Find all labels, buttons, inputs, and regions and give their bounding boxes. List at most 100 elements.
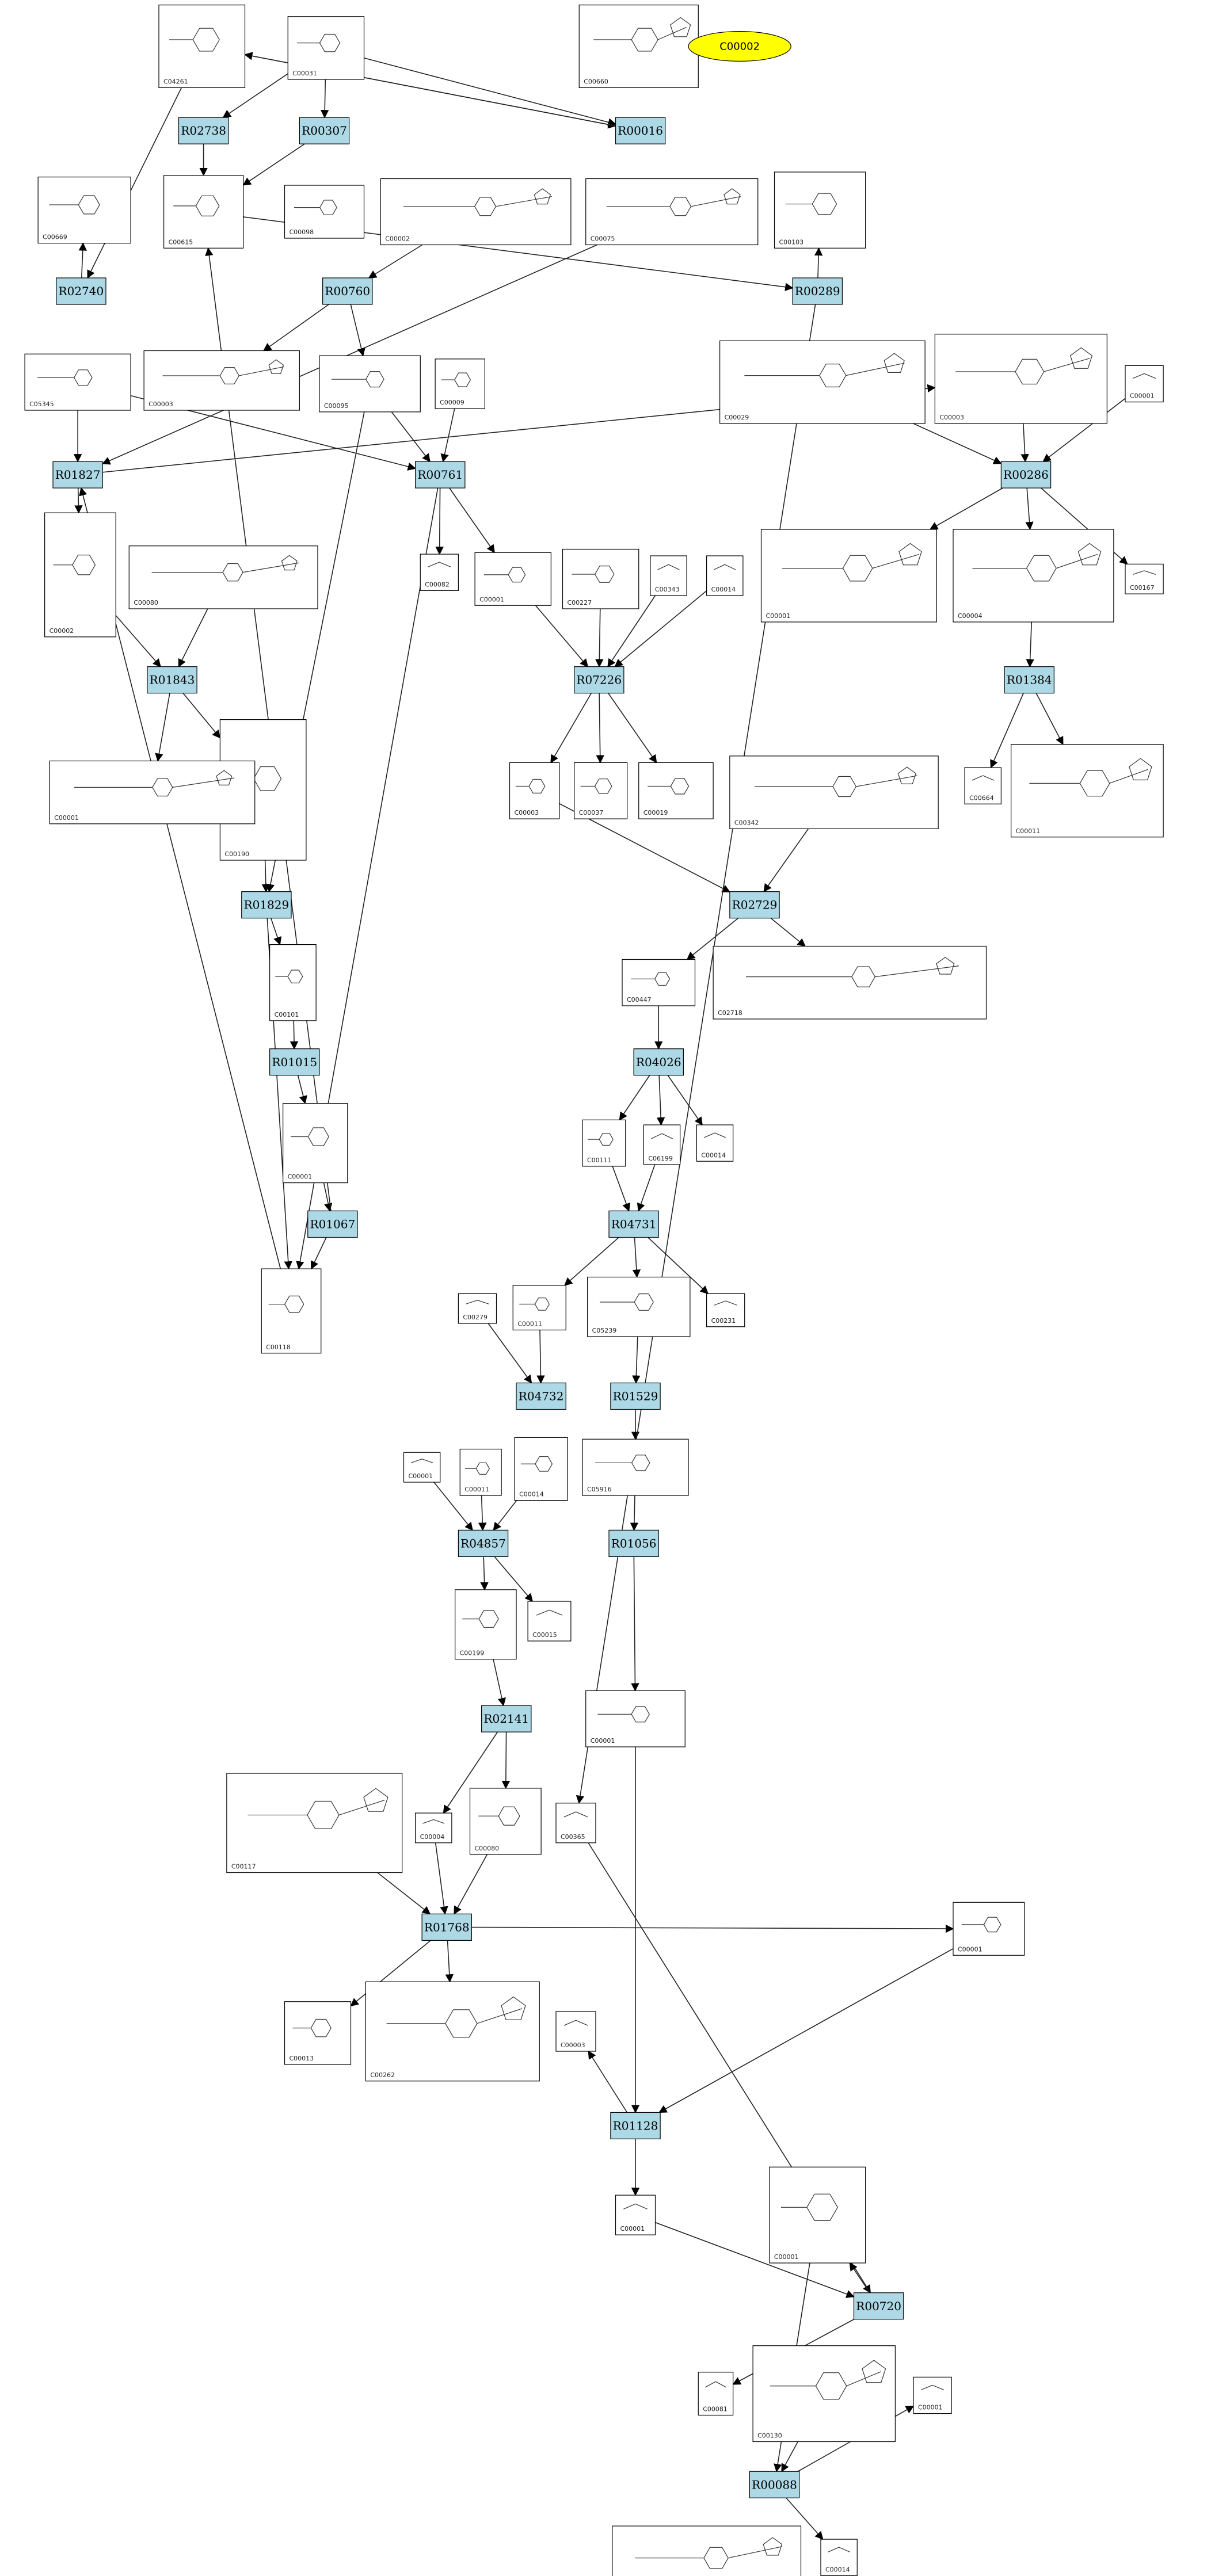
compound-node[interactable]: C00279: [458, 1293, 497, 1324]
reaction-node[interactable]: R01768: [421, 1913, 472, 1941]
compound-box[interactable]: [643, 1124, 681, 1165]
compound-node[interactable]: C00095: [319, 355, 421, 413]
reaction-box[interactable]: [56, 277, 106, 305]
compound-box[interactable]: [585, 1690, 686, 1747]
compound-node[interactable]: C00231: [706, 1293, 745, 1327]
compound-box[interactable]: [706, 555, 744, 596]
compound-box[interactable]: [512, 1285, 566, 1331]
reaction-box[interactable]: [481, 1705, 532, 1732]
compound-box[interactable]: [555, 1803, 596, 1844]
compound-box[interactable]: [582, 1119, 626, 1167]
compound-box[interactable]: [820, 2539, 858, 2576]
compound-node[interactable]: C00037: [574, 762, 628, 819]
compound-box[interactable]: [953, 529, 1114, 623]
compound-box[interactable]: [459, 1448, 502, 1496]
compound-node[interactable]: C00098: [284, 185, 365, 239]
compound-box[interactable]: [128, 545, 318, 609]
compound-box[interactable]: [1125, 563, 1164, 594]
compound-box[interactable]: [24, 353, 131, 411]
compound-node[interactable]: C00031: [287, 16, 365, 80]
compound-box[interactable]: [1011, 744, 1164, 838]
compound-node[interactable]: C00003: [934, 334, 1107, 424]
compound-node[interactable]: C00011: [1011, 744, 1164, 838]
reaction-box[interactable]: [749, 2471, 800, 2498]
reaction-box[interactable]: [299, 117, 350, 144]
compound-node[interactable]: C00365: [555, 1803, 596, 1844]
reaction-node[interactable]: R04026: [633, 1048, 684, 1076]
compound-node[interactable]: C00011: [459, 1448, 502, 1496]
compound-box[interactable]: [638, 762, 714, 819]
compound-node[interactable]: C00262: [365, 1981, 540, 2082]
compound-box[interactable]: [226, 1773, 403, 1873]
compound-box[interactable]: [415, 1812, 452, 1844]
compound-node[interactable]: C00660: [578, 5, 699, 88]
compound-node[interactable]: C00001: [913, 2376, 952, 2414]
reaction-node[interactable]: R00760: [322, 277, 373, 305]
compound-node[interactable]: C00002: [44, 512, 116, 638]
compound-box[interactable]: [455, 1589, 517, 1660]
compound-node[interactable]: C00101: [269, 944, 317, 1021]
reaction-node[interactable]: R00307: [299, 117, 350, 144]
reaction-node[interactable]: R01529: [610, 1382, 661, 1410]
compound-node[interactable]: C00343: [650, 555, 687, 596]
legend-ellipse[interactable]: [688, 31, 791, 62]
compound-box[interactable]: [509, 762, 560, 819]
compound-box[interactable]: [622, 959, 696, 1006]
compound-node[interactable]: C00001: [585, 1690, 686, 1747]
reaction-node[interactable]: R04732: [516, 1382, 566, 1410]
compound-node[interactable]: C00002: [612, 2525, 802, 2576]
reaction-box[interactable]: [729, 891, 780, 919]
reaction-box[interactable]: [853, 2292, 904, 2320]
reaction-box[interactable]: [307, 1210, 358, 1238]
compound-node[interactable]: C00615: [163, 175, 244, 249]
reaction-box[interactable]: [516, 1382, 566, 1410]
compound-node[interactable]: C00199: [455, 1589, 517, 1660]
compound-box[interactable]: [514, 1437, 568, 1501]
compound-box[interactable]: [582, 1438, 689, 1496]
reaction-node[interactable]: R01128: [610, 2112, 661, 2139]
compound-box[interactable]: [435, 358, 485, 409]
compound-box[interactable]: [158, 5, 246, 88]
compound-box[interactable]: [953, 1902, 1025, 1956]
reaction-node[interactable]: R00016: [615, 117, 666, 144]
compound-box[interactable]: [562, 548, 639, 609]
compound-box[interactable]: [706, 1293, 745, 1327]
compound-box[interactable]: [143, 350, 300, 411]
reaction-box[interactable]: [415, 461, 466, 489]
reaction-node[interactable]: R04857: [458, 1529, 509, 1557]
legend-compound[interactable]: C00002: [688, 31, 791, 62]
compound-box[interactable]: [713, 945, 987, 1020]
reaction-node[interactable]: R01827: [52, 461, 103, 489]
compound-box[interactable]: [774, 171, 866, 249]
compound-node[interactable]: C00002: [380, 178, 572, 246]
compound-box[interactable]: [913, 2376, 952, 2414]
compound-box[interactable]: [380, 178, 572, 246]
compound-node[interactable]: C00014: [514, 1437, 568, 1501]
reaction-box[interactable]: [241, 891, 292, 919]
reaction-box[interactable]: [52, 461, 103, 489]
compound-box[interactable]: [729, 755, 939, 829]
compound-node[interactable]: C00103: [774, 171, 866, 249]
compound-box[interactable]: [719, 340, 926, 424]
compound-box[interactable]: [403, 1452, 441, 1483]
compound-node[interactable]: C00001: [283, 1103, 348, 1184]
compound-node[interactable]: C00447: [622, 959, 696, 1006]
reaction-node[interactable]: R02141: [481, 1705, 532, 1732]
reaction-box[interactable]: [421, 1913, 472, 1941]
reaction-node[interactable]: R02729: [729, 891, 780, 919]
compound-box[interactable]: [769, 2166, 866, 2264]
reaction-node[interactable]: R01384: [1004, 666, 1054, 694]
compound-node[interactable]: C00082: [420, 554, 459, 591]
compound-box[interactable]: [365, 1981, 540, 2082]
compound-node[interactable]: C00009: [435, 358, 485, 409]
compound-box[interactable]: [469, 1788, 542, 1855]
reaction-box[interactable]: [147, 666, 197, 694]
compound-node[interactable]: C00014: [696, 1124, 734, 1162]
compound-box[interactable]: [458, 1293, 497, 1324]
compound-node[interactable]: C05239: [587, 1276, 691, 1337]
compound-node[interactable]: C00001: [953, 1902, 1025, 1956]
reaction-node[interactable]: R02738: [178, 117, 229, 144]
compound-node[interactable]: C00011: [512, 1285, 566, 1331]
compound-box[interactable]: [555, 2011, 596, 2052]
compound-box[interactable]: [650, 555, 687, 596]
